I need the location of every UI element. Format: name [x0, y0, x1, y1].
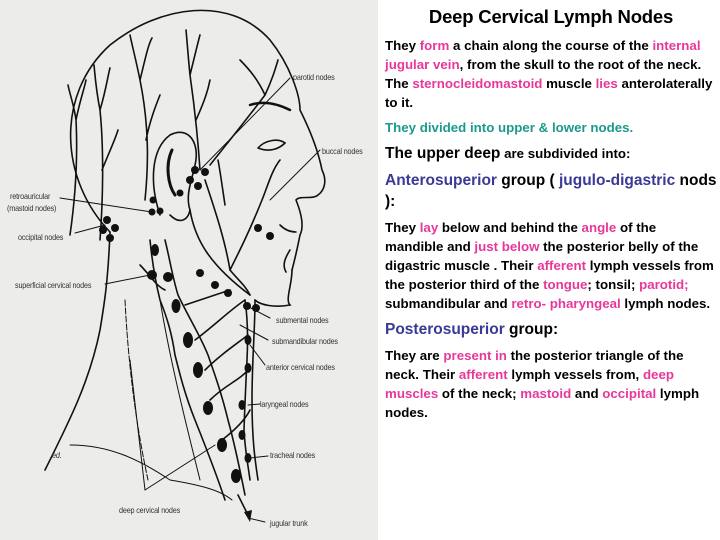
paragraph-anterosuperior: They lay below and behind the angle of t…	[385, 218, 717, 313]
paragraph-upper-deep: The upper deep are subdivided into:	[385, 143, 717, 164]
paragraph-chain-description: They form a chain along the course of th…	[385, 36, 717, 112]
label-parotid-nodes: parotid nodes	[293, 72, 335, 82]
text: of the mandible and	[385, 220, 657, 254]
lymph-nodes-illustration: parotid nodes buccal nodes retroauricula…	[0, 0, 378, 540]
text: and	[571, 386, 603, 401]
text: They	[385, 220, 420, 235]
highlight: retro- pharyngeal	[511, 296, 621, 311]
highlight: angle	[581, 220, 617, 235]
text: the posterior triangle of the neck. Thei…	[385, 348, 684, 382]
heading-posterosuperior: Posterosuperior group:	[385, 319, 717, 340]
text: below and behind the	[438, 220, 582, 235]
paragraph-posterosuperior: They are present in the posterior triang…	[385, 346, 717, 422]
text: of the neck;	[438, 386, 521, 401]
text: submandibular and	[385, 296, 512, 311]
paragraph-division: They divided into upper & lower nodes.	[385, 120, 634, 135]
highlight: sternocleidomastoid	[412, 76, 543, 91]
text: the posterior belly of the digastric mus…	[385, 239, 699, 273]
text: group:	[504, 321, 559, 338]
heading-anterosuperior: Anterosuperior group ( jugulo-digastric …	[385, 170, 717, 212]
text: lymph nodes.	[620, 296, 711, 311]
text: anterolaterally to it.	[385, 76, 713, 110]
highlight: Posterosuperior	[385, 321, 505, 338]
text: muscle	[542, 76, 596, 91]
text: nods ):	[385, 172, 717, 210]
highlight: afferent	[537, 258, 587, 273]
highlight: deep muscles	[385, 367, 674, 401]
highlight: internal jugular vein	[385, 38, 701, 72]
label-anterior-cervical-nodes: anterior cervical nodes	[266, 362, 335, 372]
highlight: lay	[419, 220, 439, 235]
label-retroauricular: retroauricular	[10, 191, 51, 201]
label-deep-cervical-nodes: deep cervical nodes	[119, 505, 181, 515]
text: They	[385, 38, 420, 53]
highlight: tongue	[543, 277, 588, 292]
label-jugular-trunk: jugular trunk	[270, 518, 308, 528]
text: are subdivided into:	[500, 146, 631, 161]
text: group (	[496, 172, 559, 189]
highlight: Anterosuperior	[385, 172, 497, 189]
label-occipital-nodes: occipital nodes	[18, 232, 64, 242]
label-buccal-nodes: buccal nodes	[322, 146, 363, 156]
highlight: form	[419, 38, 450, 53]
text: , from the skull to the root of the neck…	[385, 57, 702, 91]
text-panel: Deep Cervical Lymph Nodes They form a ch…	[385, 6, 717, 428]
label-mastoid-nodes: (mastoid nodes)	[7, 203, 57, 213]
text: They are	[385, 348, 444, 363]
highlight: lies	[595, 76, 618, 91]
label-tracheal-nodes: tracheal nodes	[270, 450, 316, 460]
text: The upper deep	[385, 145, 501, 162]
label-submandibular-nodes: submandibular nodes	[272, 336, 338, 346]
page-title: Deep Cervical Lymph Nodes	[428, 6, 674, 27]
highlight: occipital	[602, 386, 657, 401]
highlight: afferent	[458, 367, 508, 382]
head-neck-drawing	[44, 9, 326, 523]
highlight: mastoid	[520, 386, 572, 401]
label-laryngeal-nodes: laryngeal nodes	[260, 399, 309, 409]
illustrator-signature: ed.	[52, 450, 62, 460]
text: a chain along the course of the	[449, 38, 653, 53]
highlight: parotid;	[639, 277, 689, 292]
text: ; tonsil;	[587, 277, 640, 292]
text: lymph vessels from the posterior third o…	[385, 258, 714, 292]
highlight: just below	[474, 239, 540, 254]
text: lymph vessels from,	[507, 367, 643, 382]
label-submental-nodes: submental nodes	[276, 315, 329, 325]
highlight: present in	[443, 348, 507, 363]
label-superficial-cervical-nodes: superficial cervical nodes	[15, 280, 92, 290]
highlight: jugulo-digastric	[558, 172, 676, 189]
text: lymph nodes.	[385, 386, 700, 420]
